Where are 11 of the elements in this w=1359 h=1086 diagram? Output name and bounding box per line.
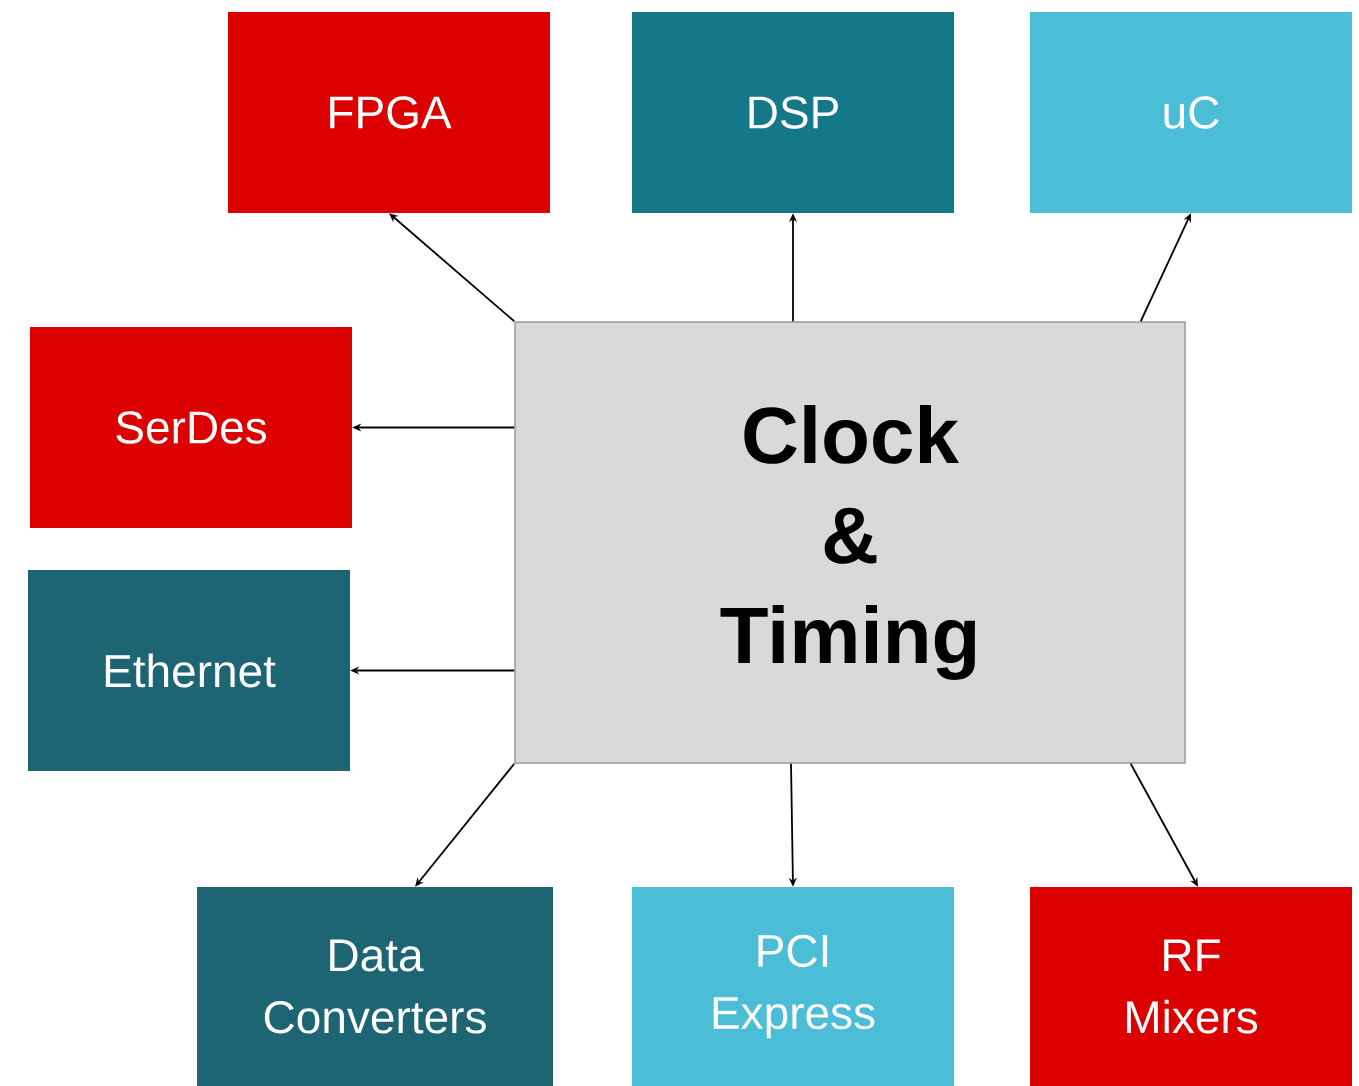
component-box: SerDes [30,327,352,528]
arrow [389,213,516,323]
component-box: PCI Express [632,887,954,1086]
component-box: FPGA [228,12,550,213]
component-box: RF Mixers [1030,887,1352,1086]
clock-timing-box: Clock & Timing [514,321,1186,764]
component-box: uC [1030,12,1352,213]
component-box: Data Converters [197,887,553,1086]
component-box: Ethernet [28,570,350,771]
arrow [415,762,516,887]
component-box: DSP [632,12,954,213]
